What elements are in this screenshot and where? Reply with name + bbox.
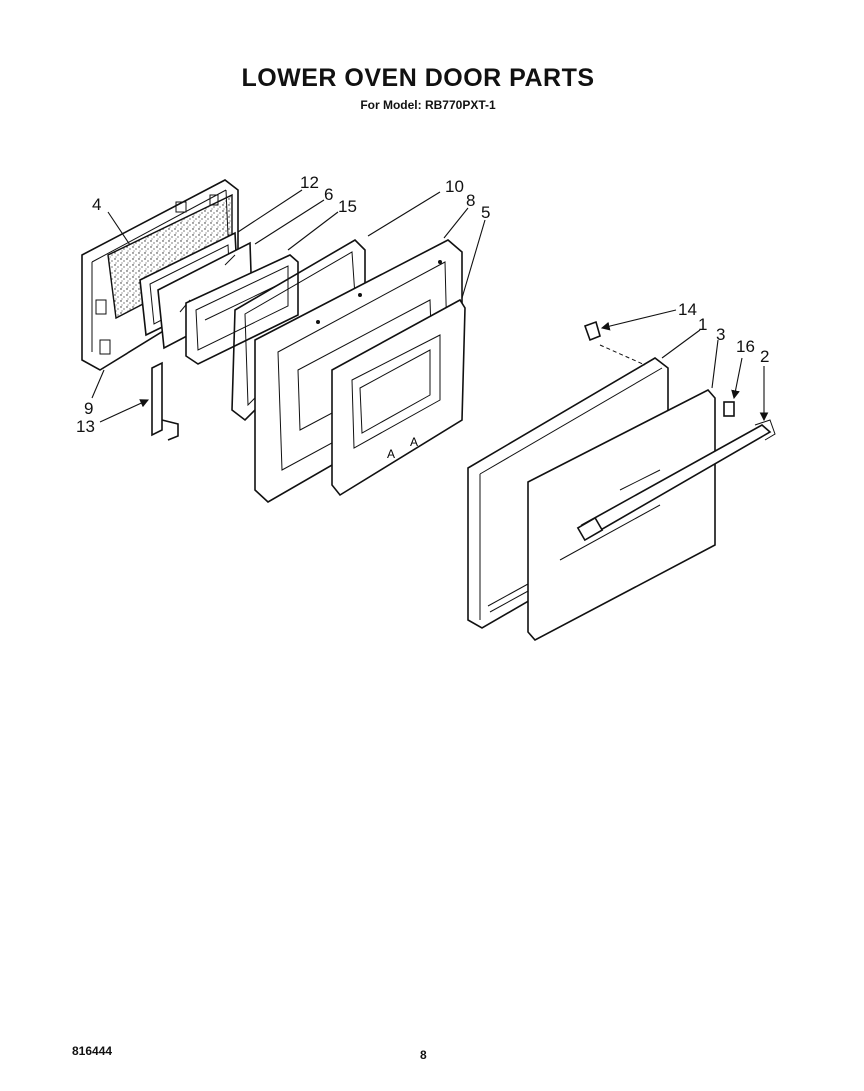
model-subtitle: For Model: RB770PXT-1 xyxy=(360,98,496,112)
callout-13: 13 xyxy=(76,417,95,436)
part-door-hinge xyxy=(151,361,179,441)
callout-12: 12 xyxy=(300,173,319,192)
part-handle-clip xyxy=(723,401,735,417)
callout-14: 14 xyxy=(678,300,697,319)
part-plug xyxy=(583,320,646,366)
callout-1: 1 xyxy=(698,315,707,334)
leader-lines xyxy=(91,189,769,423)
callout-labels: 4 12 6 15 10 8 5 9 13 14 1 3 16 2 xyxy=(76,173,769,436)
callout-6: 6 xyxy=(324,185,333,204)
callout-5: 5 xyxy=(481,203,490,222)
callout-4: 4 xyxy=(92,195,101,214)
document-id: 816444 xyxy=(72,1044,113,1058)
callout-2: 2 xyxy=(760,347,769,366)
callout-10: 10 xyxy=(445,177,464,196)
svg-text:A: A xyxy=(387,447,395,461)
callout-8: 8 xyxy=(466,191,475,210)
callout-9: 9 xyxy=(84,399,93,418)
callout-15: 15 xyxy=(338,197,357,216)
callout-16: 16 xyxy=(736,337,755,356)
page-title: LOWER OVEN DOOR PARTS xyxy=(241,64,595,92)
part-inner-panel: A A xyxy=(331,298,466,497)
callout-3: 3 xyxy=(716,325,725,344)
part-window-pack xyxy=(185,254,299,365)
part-door-handle xyxy=(576,419,776,542)
svg-text:A: A xyxy=(410,435,418,449)
page-number: 8 xyxy=(420,1048,427,1062)
